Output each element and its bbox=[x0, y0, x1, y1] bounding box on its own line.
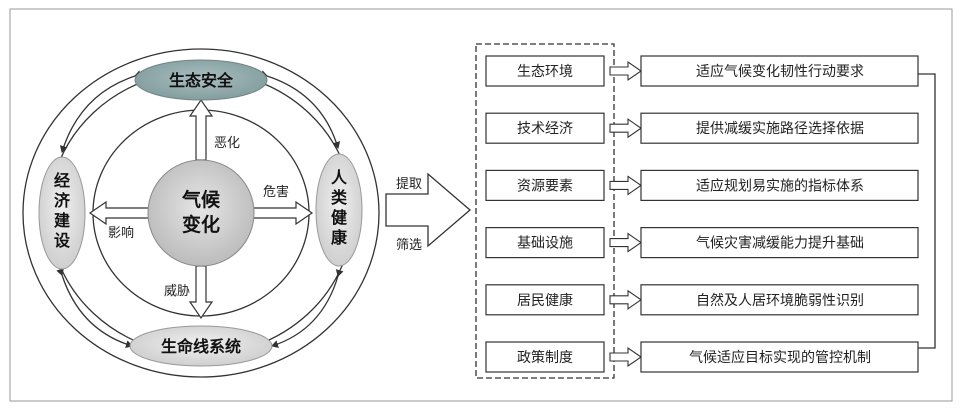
row-arrow bbox=[609, 118, 642, 139]
arrow-up bbox=[188, 98, 214, 161]
row-arrow bbox=[609, 346, 642, 368]
outcome-label: 气候灾害减缓能力提升基础 bbox=[696, 235, 864, 252]
outer-ring bbox=[22, 48, 380, 378]
outcome-label: 自然及人居环境脆弱性识别 bbox=[696, 292, 864, 309]
arrow-right bbox=[251, 200, 314, 226]
big-hollow-arrow bbox=[385, 172, 471, 248]
node-left-char-3: 建 bbox=[54, 211, 70, 230]
outcome-box bbox=[640, 55, 919, 87]
node-right-char-2: 类 bbox=[331, 188, 348, 207]
node-right-char-3: 健 bbox=[331, 208, 347, 227]
relation-right-label: 危害 bbox=[263, 184, 289, 200]
node-right bbox=[315, 153, 363, 267]
center-text-line2: 变化 bbox=[182, 213, 220, 236]
category-label: 居民健康 bbox=[517, 292, 573, 309]
arrow-down bbox=[188, 265, 214, 320]
node-right-char-4: 康 bbox=[331, 228, 348, 247]
category-box bbox=[485, 169, 605, 201]
outcome-label: 适应气候变化韧性行动要求 bbox=[696, 63, 864, 80]
outcome-label: 提供减缓实施路径选择依据 bbox=[696, 121, 864, 137]
node-bottom bbox=[129, 325, 273, 367]
arrow-left bbox=[88, 200, 151, 226]
node-left-char-2: 济 bbox=[54, 191, 71, 210]
category-box bbox=[485, 284, 605, 316]
arc-arrow-top-left bbox=[59, 70, 142, 153]
outcome-box bbox=[640, 169, 919, 201]
center-text-line1: 气候 bbox=[181, 188, 221, 211]
category-label: 生态环境 bbox=[517, 64, 573, 80]
row-arrow bbox=[609, 175, 642, 196]
outcome-label: 适应规划易实施的指标体系 bbox=[696, 177, 864, 194]
node-left-char-4: 设 bbox=[54, 231, 71, 250]
outcome-box bbox=[640, 112, 919, 144]
category-label: 政策制度 bbox=[517, 349, 573, 366]
center-node bbox=[147, 159, 255, 267]
circle-diagram: 气候 变化 生态安全 生命线系统 经 济 建 设 人 类 健 康 恶化 危害 影… bbox=[22, 48, 380, 378]
outer-frame bbox=[9, 8, 953, 402]
node-left bbox=[38, 156, 86, 270]
extract-label: 提取 bbox=[396, 176, 422, 192]
node-right-char-1: 人 bbox=[331, 168, 348, 187]
row-arrow bbox=[609, 232, 642, 253]
category-label: 基础设施 bbox=[517, 235, 573, 252]
category-box bbox=[485, 341, 605, 373]
category-container bbox=[475, 43, 615, 379]
node-left-char-1: 经 bbox=[54, 171, 70, 190]
arc-arrow-bottom-right bbox=[271, 269, 344, 348]
node-bottom-label: 生命线系统 bbox=[161, 337, 241, 356]
node-top bbox=[134, 59, 268, 101]
outcome-box bbox=[640, 227, 919, 259]
arc-arrow-top-right bbox=[260, 70, 341, 149]
arc-arrow-bottom-left bbox=[56, 268, 133, 349]
category-box bbox=[485, 227, 605, 259]
outcome-box bbox=[640, 341, 919, 373]
row-arrow bbox=[609, 289, 642, 310]
relation-down-label: 威胁 bbox=[164, 284, 190, 299]
process-arrow: 提取 筛选 bbox=[385, 172, 471, 253]
category-box bbox=[485, 112, 605, 144]
filter-label: 筛选 bbox=[396, 238, 422, 253]
category-label: 资源要素 bbox=[517, 178, 573, 194]
relation-left-label: 影响 bbox=[108, 225, 134, 241]
right-bracket bbox=[918, 73, 936, 349]
outcome-box bbox=[640, 284, 919, 316]
category-label: 技术经济 bbox=[517, 121, 573, 137]
node-top-label: 生态安全 bbox=[169, 71, 234, 90]
row-arrow bbox=[609, 60, 642, 82]
relation-up-label: 恶化 bbox=[214, 136, 240, 151]
outcome-label: 气候适应目标实现的管控机制 bbox=[689, 349, 871, 366]
category-box bbox=[485, 55, 605, 87]
